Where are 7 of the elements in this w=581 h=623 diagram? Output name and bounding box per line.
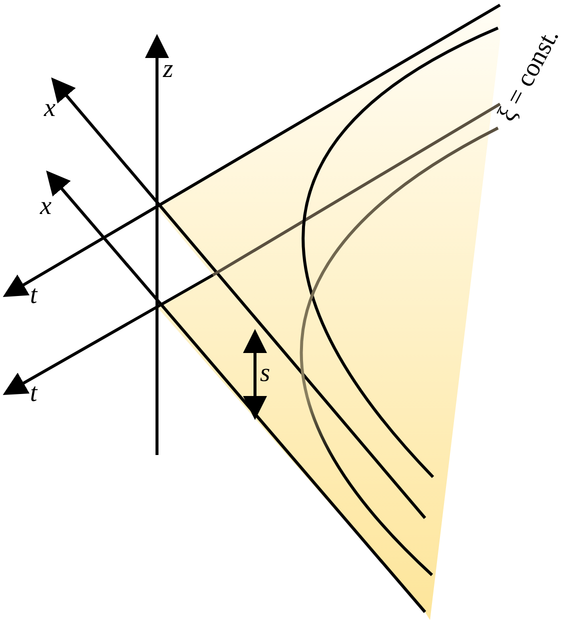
axis-label: t xyxy=(30,380,38,406)
axis-label: x xyxy=(40,193,52,219)
curve-label: ξ = const. xyxy=(493,24,564,126)
axis-label: s xyxy=(260,360,270,386)
axis-label: x xyxy=(44,95,56,121)
axis-label: z xyxy=(163,56,174,82)
axis-label: t xyxy=(30,282,38,308)
